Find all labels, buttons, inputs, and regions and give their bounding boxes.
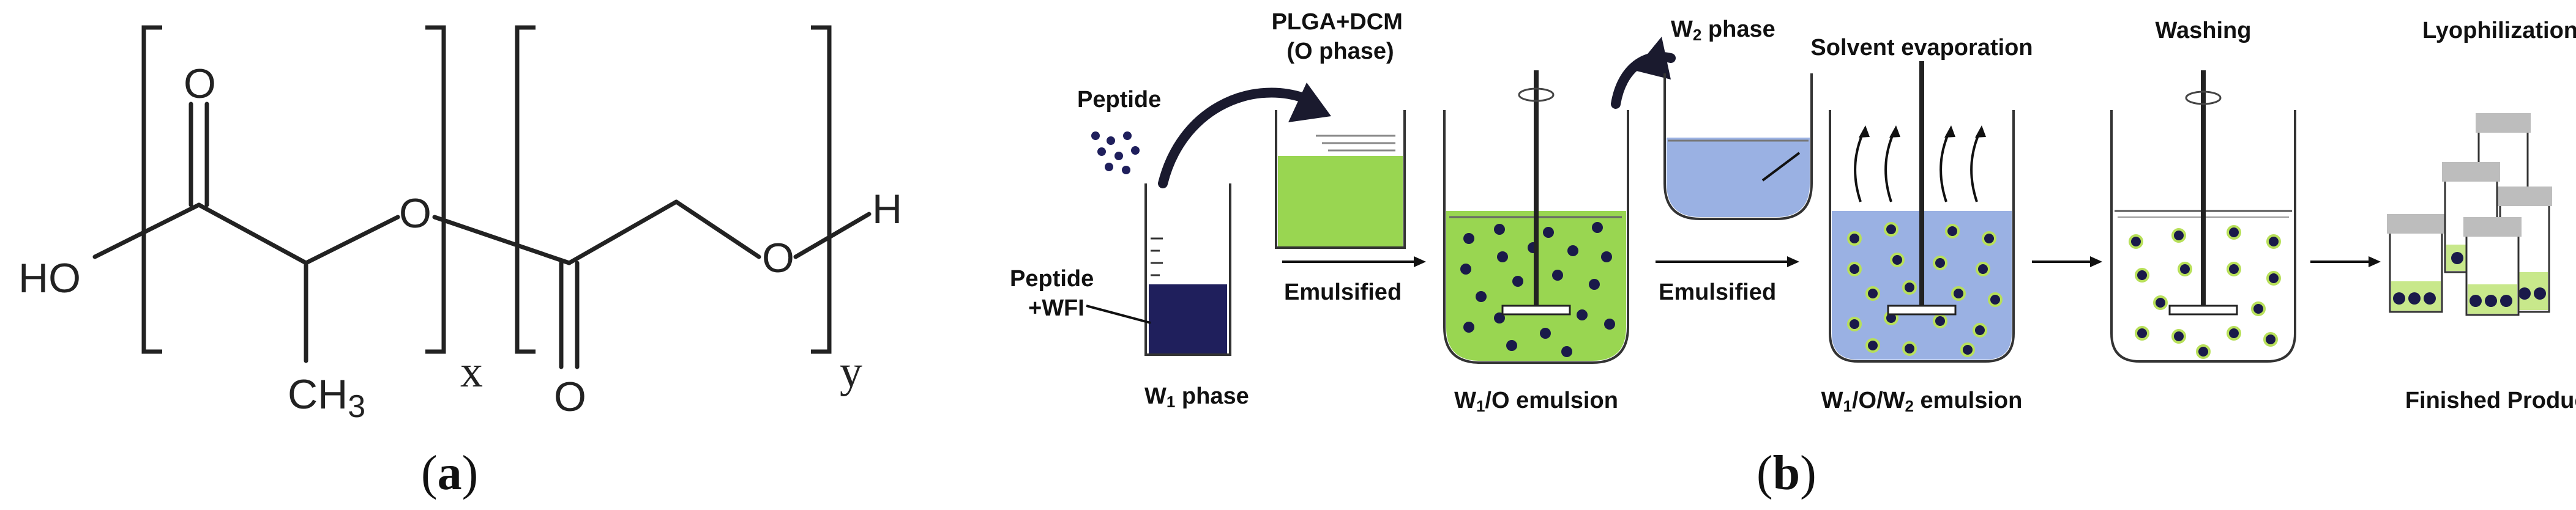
arrow-emulsified-1-head — [1414, 256, 1426, 267]
vial-front — [2463, 217, 2522, 316]
label-finished-product: Finished Product — [2405, 388, 2576, 413]
atom-o-carbonyl-1: O — [184, 61, 216, 107]
peptide-powder — [1091, 131, 1140, 174]
bond-c2-o — [304, 215, 400, 265]
arrow-to-washing-head — [2090, 256, 2102, 267]
w1ow2-beaker — [1829, 61, 2015, 363]
atom-o-ester: O — [399, 190, 431, 237]
vial-left — [2387, 214, 2445, 313]
label-w1-phase: W1 phase — [1144, 383, 1249, 411]
w2-beaker — [1663, 73, 1813, 220]
washing-beaker — [2110, 70, 2296, 363]
microsphere-process: Peptide Peptide +WFI W1 phase — [1010, 9, 2576, 500]
label-solvent-evaporation: Solvent evaporation — [1810, 35, 2033, 61]
panel-label-b: (b) — [1757, 446, 1816, 500]
atom-ho: HO — [18, 255, 81, 301]
atom-ch3-sub: 3 — [348, 389, 365, 424]
atom-o-terminal: O — [762, 235, 794, 281]
transfer-arrow-w1-head — [1288, 83, 1331, 122]
label-plga-dcm: PLGA+DCM (O phase) — [1272, 9, 1409, 64]
subscript-y: y — [840, 347, 862, 397]
arrow-emulsified-2-head — [1787, 256, 1799, 267]
label-w2-phase: W2 phase — [1671, 17, 1775, 44]
atom-ch3: CH3 — [288, 371, 365, 424]
atom-ch3-c: CH — [288, 371, 348, 418]
o-phase-beaker — [1275, 110, 1406, 249]
bracket-y-right — [811, 25, 832, 354]
bond-ho-c1 — [92, 202, 201, 259]
evaporation-arrows — [1854, 125, 1986, 202]
label-emulsified-2: Emulsified — [1659, 279, 1776, 305]
atom-h-terminal: H — [872, 186, 902, 232]
label-peptide-wfi: Peptide +WFI — [1010, 266, 1100, 321]
label-emulsified-1: Emulsified — [1284, 279, 1402, 305]
bond-o-c3 — [432, 215, 572, 265]
panel-label-a: (a) — [421, 446, 478, 500]
plga-structure: HO O O CH3 O O H x y (a) — [18, 25, 902, 500]
bond-o-h — [793, 212, 872, 259]
bond-c4-o — [674, 199, 761, 259]
bracket-x-right — [425, 25, 446, 354]
transfer-arrow-w1 — [1158, 87, 1309, 188]
pointer-peptide-wfi — [1086, 305, 1151, 324]
pointer-w2 — [1761, 152, 1801, 182]
bracket-y-left — [515, 25, 536, 354]
label-lyophilization: Lyophilization — [2422, 18, 2576, 43]
bond-c3-c4 — [567, 199, 679, 265]
label-peptide: Peptide — [1077, 87, 1161, 113]
bracket-x-left — [141, 25, 162, 354]
vials — [2387, 113, 2552, 316]
arrow-to-lyophilization-head — [2369, 256, 2381, 267]
bond-c1-c2 — [196, 202, 308, 265]
label-w1o-emulsion: W1/O emulsion — [1454, 388, 1618, 415]
w1o-beaker — [1443, 70, 1629, 364]
label-washing: Washing — [2156, 18, 2252, 43]
subscript-x: x — [460, 347, 483, 397]
transfer-arrow-w2-head — [1634, 37, 1671, 79]
label-w1ow2-emulsion: W1/O/W2 emulsion — [1821, 388, 2023, 415]
atom-o-carbonyl-2: O — [554, 374, 586, 420]
w1-beaker — [1144, 183, 1231, 356]
